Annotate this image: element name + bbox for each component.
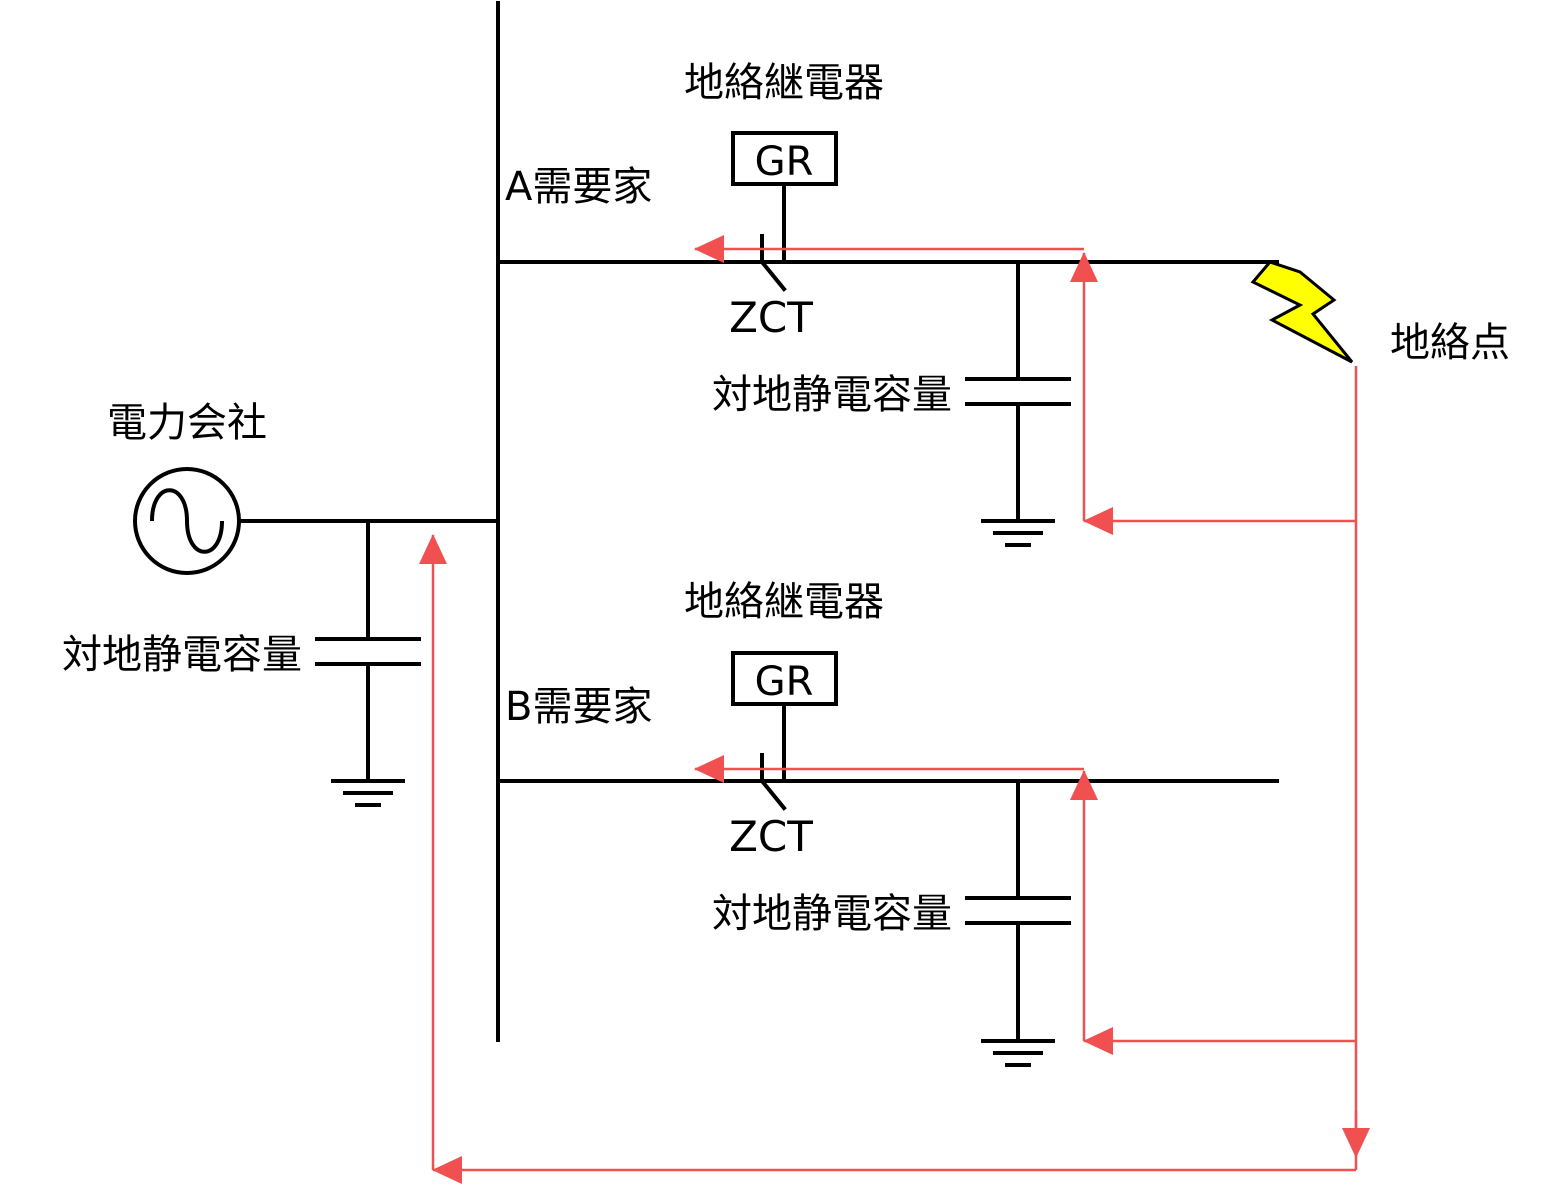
source-capacitance-label: 対地静電容量 bbox=[62, 632, 302, 678]
customer-b-label: B需要家 bbox=[505, 684, 652, 730]
relay-a-caption: 地絡継電器 bbox=[684, 60, 884, 106]
zct-b-label: ZCT bbox=[729, 812, 813, 861]
relay-b-box-label: GR bbox=[755, 659, 814, 705]
zct-a-symbol bbox=[760, 234, 787, 292]
relay-b-caption: 地絡継電器 bbox=[684, 579, 884, 625]
capacitance-b-label: 対地静電容量 bbox=[712, 891, 952, 937]
customer-a-label: A需要家 bbox=[505, 164, 652, 210]
source-ground-icon bbox=[331, 779, 405, 807]
circuit-wiring bbox=[238, 1, 1279, 1067]
ground-b-icon bbox=[981, 1039, 1055, 1067]
capacitance-a-label: 対地静電容量 bbox=[712, 372, 952, 418]
relay-a-box-label: GR bbox=[755, 139, 814, 185]
relay-a-box bbox=[731, 131, 838, 186]
source-label: 電力会社 bbox=[107, 400, 267, 446]
zct-a-label: ZCT bbox=[729, 293, 813, 342]
relay-b-box bbox=[731, 651, 838, 706]
zct-b-symbol bbox=[760, 753, 787, 811]
lightning-bolt-icon bbox=[1250, 260, 1354, 364]
fault-point-label: 地絡点 bbox=[1390, 320, 1510, 366]
ground-a-icon bbox=[981, 519, 1055, 547]
ac-generator-icon bbox=[133, 467, 241, 575]
fault-current-paths bbox=[419, 235, 1370, 1184]
